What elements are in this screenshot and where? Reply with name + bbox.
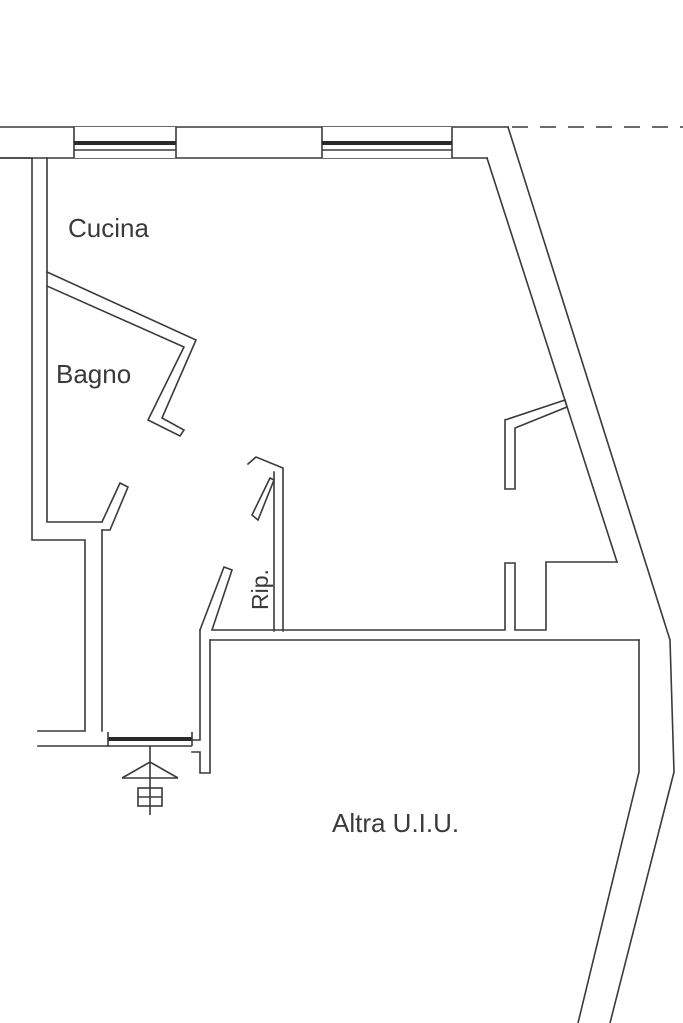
room-label-ripostiglio: Rip. — [247, 569, 273, 610]
window-left — [73, 127, 177, 158]
entrance-arrow-icon — [121, 746, 179, 815]
entrance-door — [107, 732, 193, 747]
right-partition — [504, 398, 568, 490]
bathroom-door-jamb — [100, 481, 130, 732]
room-label-bagno: Bagno — [56, 359, 131, 389]
bathroom-partition — [45, 270, 198, 438]
ripostiglio-walls — [246, 456, 284, 632]
left-outer-wall — [0, 157, 109, 747]
room-label-cucina: Cucina — [68, 213, 149, 243]
window-right — [321, 127, 453, 158]
right-outer-wall — [485, 125, 675, 1023]
room-label-altra-uiu: Altra U.I.U. — [332, 808, 459, 838]
entry-walls — [191, 561, 640, 774]
